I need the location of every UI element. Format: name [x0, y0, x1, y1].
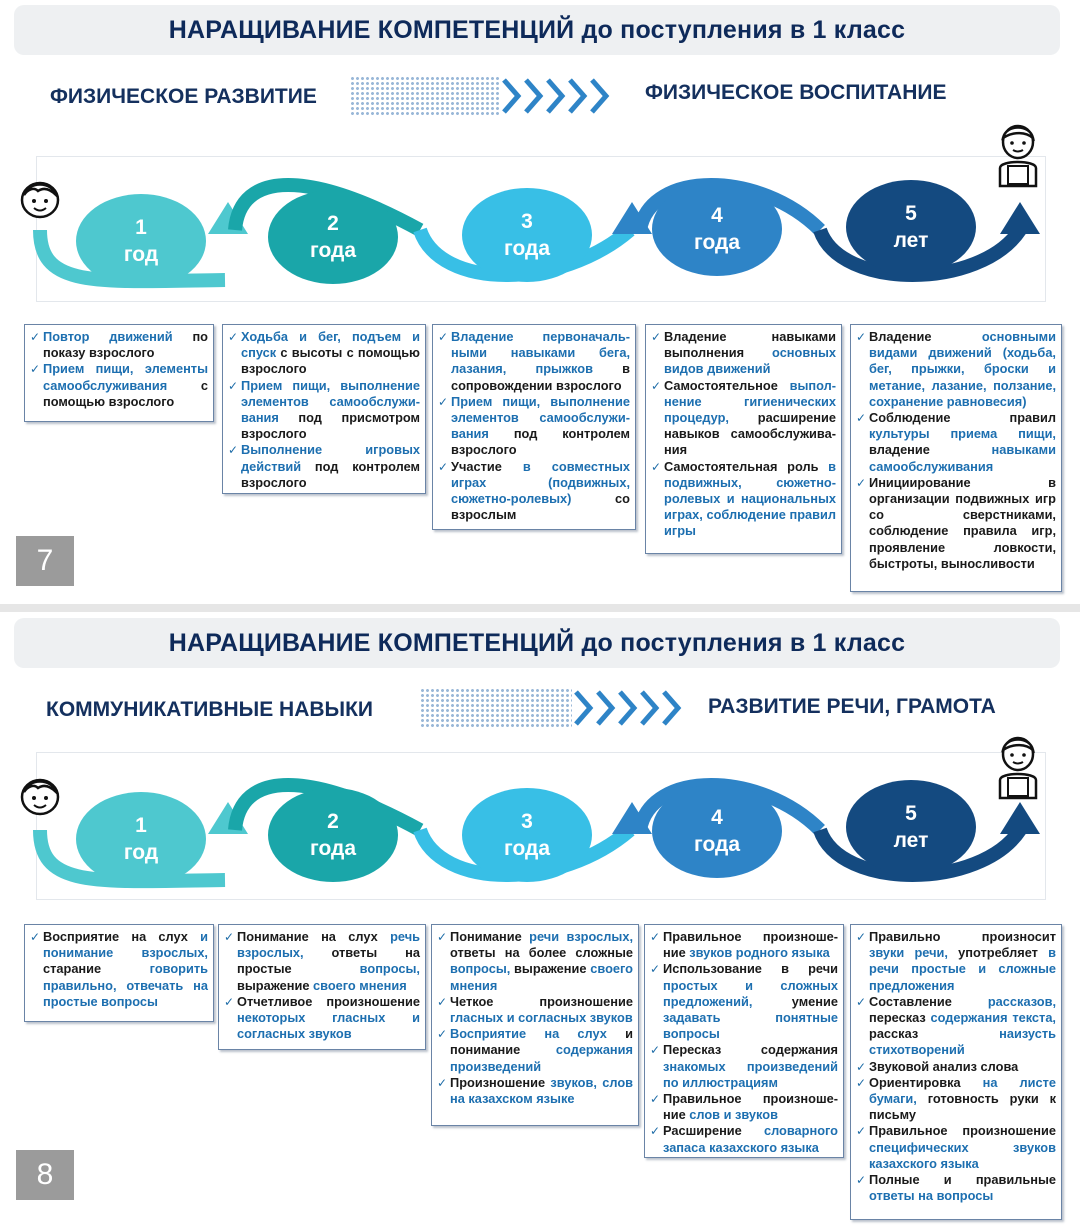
chevron-arrows-icon	[574, 690, 682, 726]
competency-item: Ходьба и бег, подъем и спуск с высоты с …	[228, 329, 420, 378]
slide-title: НАРАЩИВАНИЕ КОМПЕТЕНЦИЙ до поступления в…	[14, 5, 1060, 55]
competency-item: Понимание на слух речь взрослых, ответы …	[224, 929, 420, 994]
competency-box-4: Правильное произноше-ние звуков родного …	[644, 924, 844, 1158]
competency-item: Отчетливое произношение некоторых гласны…	[224, 994, 420, 1043]
slide-speech: НАРАЩИВАНИЕ КОМПЕТЕНЦИЙ до поступления в…	[0, 612, 1080, 1229]
competency-item: Произношение звуков, слов на казахском я…	[437, 1075, 633, 1107]
competency-item: Соблюдение правил культуры приема пищи, …	[856, 410, 1056, 475]
competency-item: Восприятие на слух и понимание взрослых,…	[30, 929, 208, 1010]
competency-item: Правильное произноше-ние слов и звуков	[650, 1091, 838, 1123]
competency-item: Владение первоначаль-ными навыками бега,…	[438, 329, 630, 394]
slide-separator	[0, 604, 1080, 612]
right-heading: РАЗВИТИЕ РЕЧИ, ГРАМОТА	[708, 695, 996, 718]
competency-item: Пересказ содержания знакомых произведени…	[650, 1042, 838, 1091]
competency-item: Звуковой анализ слова	[856, 1059, 1056, 1075]
competency-box-2: Понимание на слух речь взрослых, ответы …	[218, 924, 426, 1050]
dotted-arrow-band	[420, 688, 572, 728]
competency-item: Владение навыками выполнения основных ви…	[651, 329, 836, 378]
left-heading: ФИЗИЧЕСКОЕ РАЗВИТИЕ	[50, 85, 317, 108]
competency-item: Выполнение игровых действий под контроле…	[228, 442, 420, 491]
competency-box-3: Понимание речи взрослых, ответы на более…	[431, 924, 639, 1126]
baby-face-icon	[20, 778, 60, 816]
competency-box-3: Владение первоначаль-ными навыками бега,…	[432, 324, 636, 530]
competency-item: Участие в совместных играх (подвижных, с…	[438, 459, 630, 524]
slide-physical: НАРАЩИВАНИЕ КОМПЕТЕНЦИЙ до поступления в…	[0, 0, 1080, 604]
slide-title: НАРАЩИВАНИЕ КОМПЕТЕНЦИЙ до поступления в…	[14, 618, 1060, 668]
competency-item: Владение основными видами движений (ходь…	[856, 329, 1056, 410]
page-number: 7	[16, 536, 74, 586]
baby-face-icon	[20, 181, 60, 219]
competency-item: Расширение словарного запаса казахского …	[650, 1123, 838, 1155]
page-number: 8	[16, 1150, 74, 1200]
competency-box-1: Повтор движений по показу взрослогоПрием…	[24, 324, 214, 422]
competency-item: Самостоятельная роль в подвижных, сюжетн…	[651, 459, 836, 540]
right-heading: ФИЗИЧЕСКОЕ ВОСПИТАНИЕ	[645, 81, 947, 104]
competency-item: Ориентировка на листе бумаги, готовность…	[856, 1075, 1056, 1124]
competency-item: Повтор движений по показу взрослого	[30, 329, 208, 361]
dotted-arrow-band	[350, 76, 500, 116]
competency-item: Составление рассказов, пересказ содержан…	[856, 994, 1056, 1059]
competency-box-4: Владение навыками выполнения основных ви…	[645, 324, 842, 554]
competency-item: Прием пищи, элементы самообслуживания с …	[30, 361, 208, 410]
competency-item: Правильное произношение специфических зв…	[856, 1123, 1056, 1172]
competency-item: Использование в речи простых и сложных п…	[650, 961, 838, 1042]
competency-item: Правильно произносит звуки речи, употреб…	[856, 929, 1056, 994]
schoolchild-icon	[998, 736, 1038, 800]
schoolchild-icon	[998, 124, 1038, 188]
left-heading: КОММУНИКАТИВНЫЕ НАВЫКИ	[46, 698, 374, 721]
competency-item: Полные и правильные ответы на вопросы	[856, 1172, 1056, 1204]
competency-item: Прием пищи, выполнение элементов самообс…	[438, 394, 630, 459]
competency-item: Понимание речи взрослых, ответы на более…	[437, 929, 633, 994]
timeline-frame	[36, 752, 1046, 900]
competency-box-1: Восприятие на слух и понимание взрослых,…	[24, 924, 214, 1022]
competency-item: Восприятие на слух и понимание содержани…	[437, 1026, 633, 1075]
competency-box-5: Владение основными видами движений (ходь…	[850, 324, 1062, 592]
competency-box-2: Ходьба и бег, подъем и спуск с высоты с …	[222, 324, 426, 494]
chevron-arrows-icon	[502, 78, 610, 114]
competency-item: Правильное произноше-ние звуков родного …	[650, 929, 838, 961]
competency-item: Прием пищи, выполнение элементов самообс…	[228, 378, 420, 443]
competency-box-5: Правильно произносит звуки речи, употреб…	[850, 924, 1062, 1220]
competency-item: Четкое произношение гласных и согласных …	[437, 994, 633, 1026]
competency-item: Инициирование в организации подвижных иг…	[856, 475, 1056, 572]
timeline-frame	[36, 156, 1046, 302]
competency-item: Самостоятельное выпол-нение гигиенически…	[651, 378, 836, 459]
